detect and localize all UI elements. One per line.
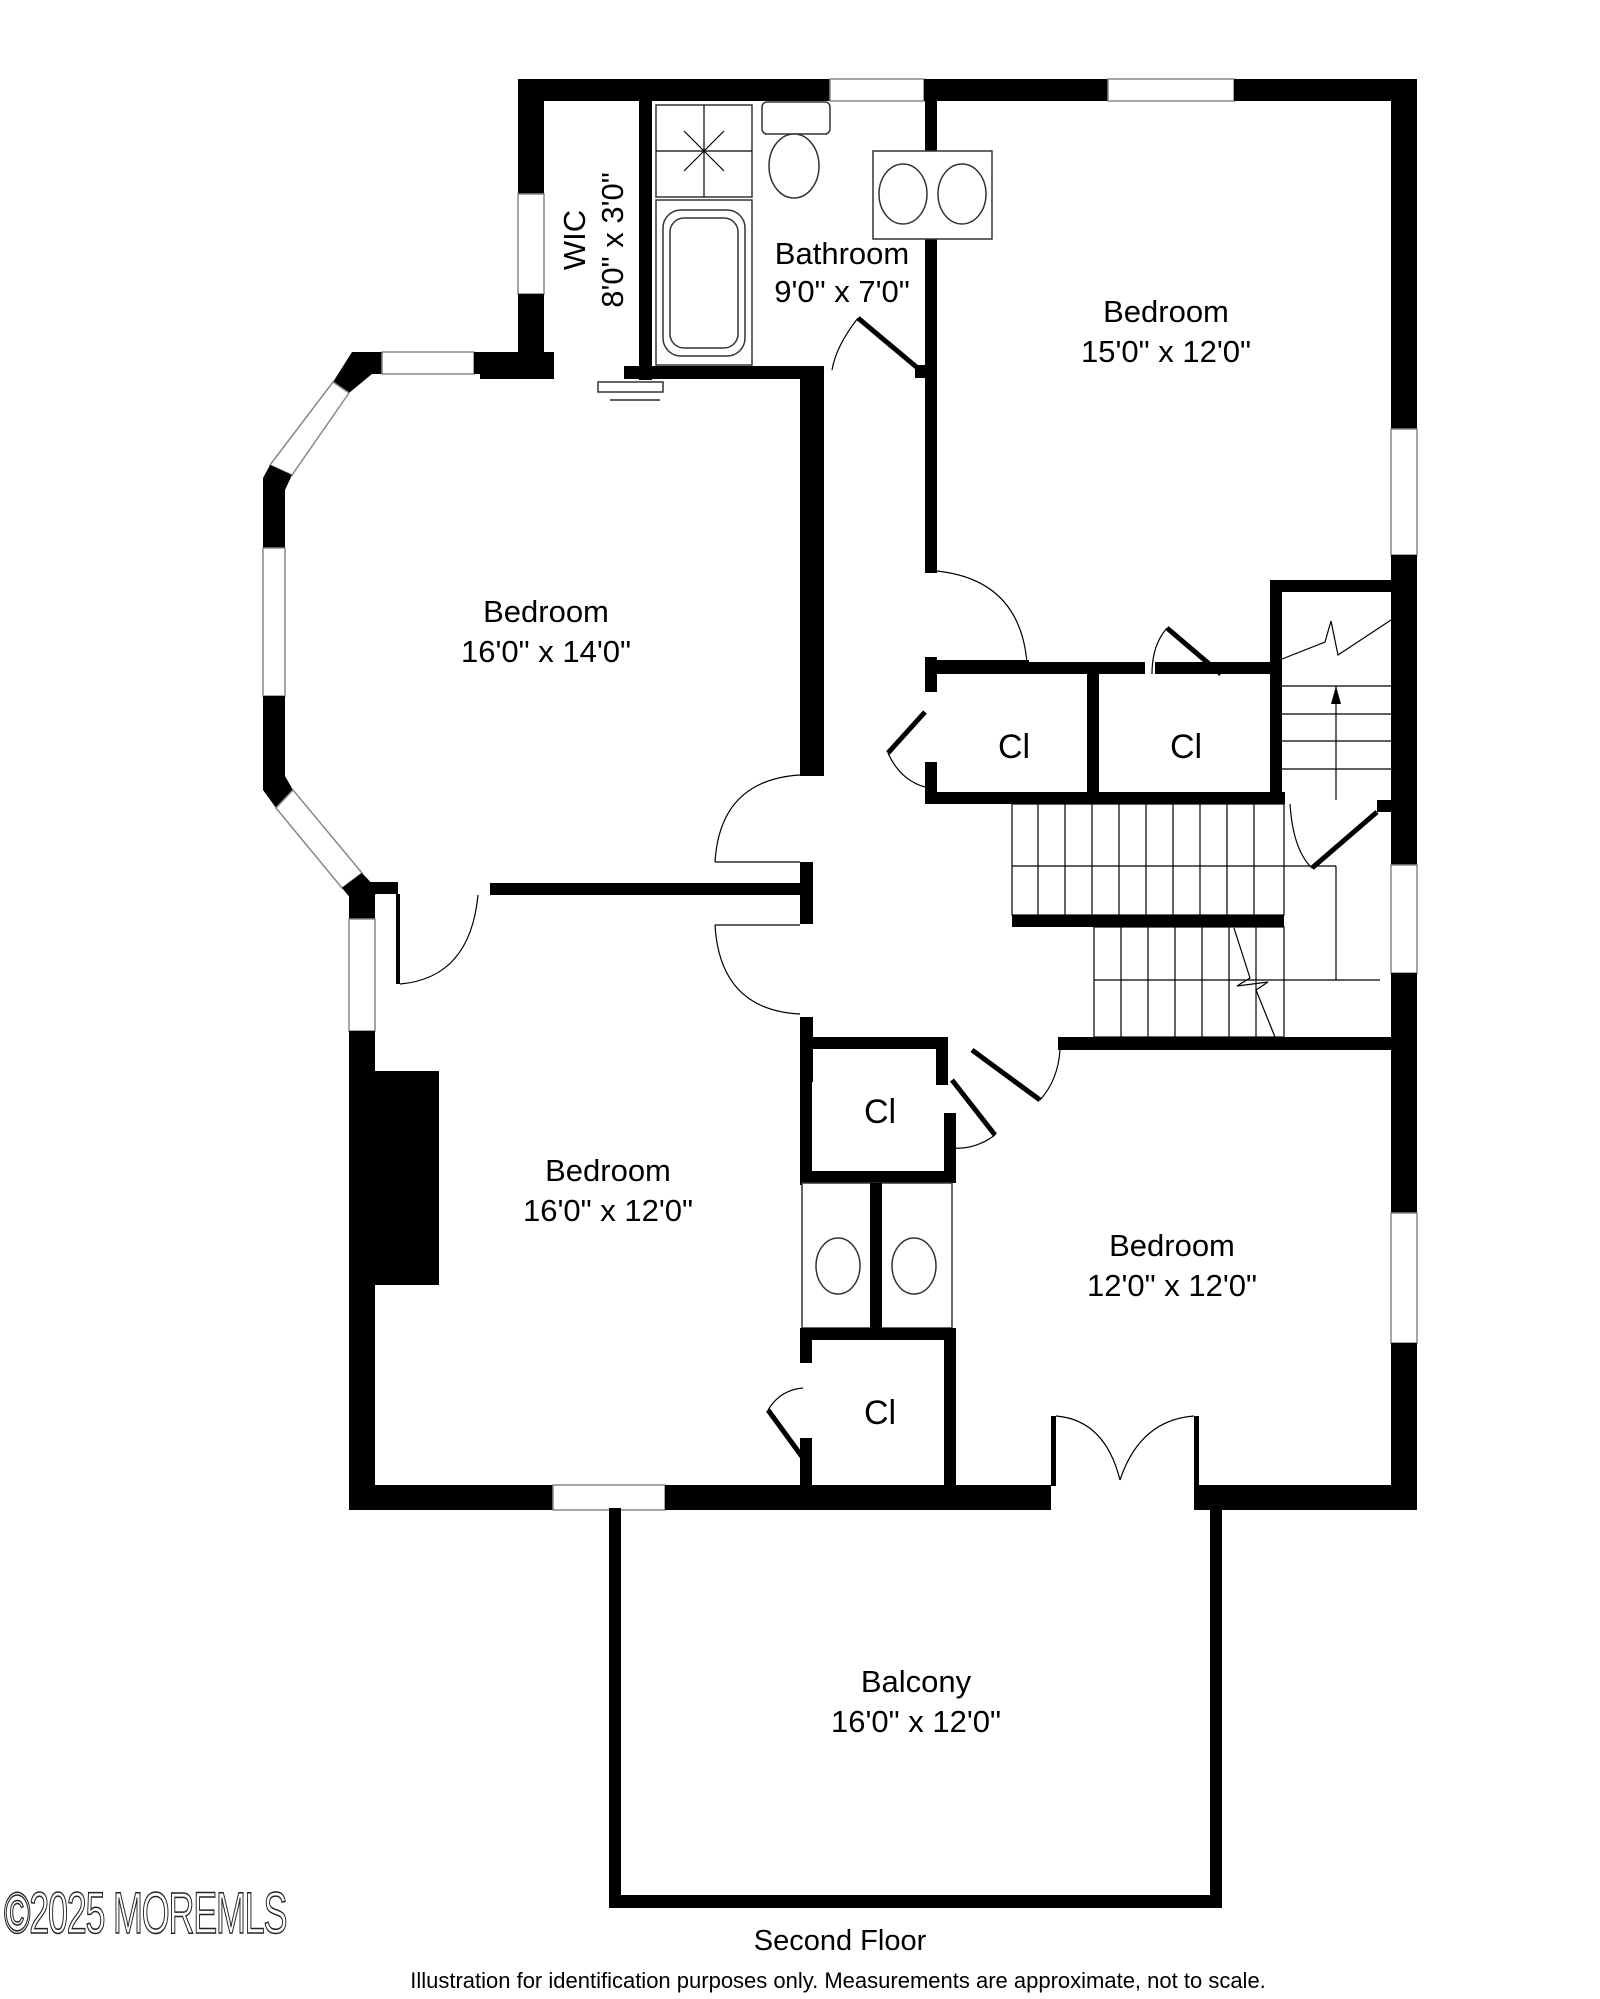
balcony-dims: 16'0" x 12'0" [831, 1704, 1001, 1739]
wic-name: WIC [557, 210, 592, 270]
sink [815, 1237, 861, 1295]
bedroom-nw-dims: 16'0" x 14'0" [461, 634, 631, 669]
wic-dims: 8'0" x 3'0" [595, 172, 630, 308]
doors [399, 316, 1379, 1481]
toilet-bowl [768, 133, 820, 199]
toilet-tank [761, 101, 831, 135]
bedroom-nw-name: Bedroom [483, 594, 609, 629]
closet-label: Cl [864, 1093, 896, 1131]
walls [262, 78, 1418, 1908]
bedroom-ne-dims: 15'0" x 12'0" [1081, 334, 1251, 369]
bedroom-ne-name: Bedroom [1103, 294, 1229, 329]
closet-label: Cl [998, 728, 1030, 766]
balcony-name: Balcony [861, 1664, 972, 1699]
watermark: ©2025 MOREMLS [4, 1880, 288, 1947]
sink [891, 1237, 937, 1295]
closet-label: Cl [864, 1394, 896, 1432]
disclaimer: Illustration for identification purposes… [410, 1968, 1266, 1993]
room-labels: WIC 8'0" x 3'0" Bathroom 9'0" x 7'0" Bed… [461, 172, 1257, 1739]
bedroom-se-dims: 12'0" x 12'0" [1087, 1268, 1257, 1303]
bathroom-name: Bathroom [775, 236, 909, 271]
bedroom-se-name: Bedroom [1109, 1228, 1235, 1263]
bathroom-dims: 9'0" x 7'0" [774, 274, 910, 309]
bedroom-sw-name: Bedroom [545, 1153, 671, 1188]
bedroom-sw-dims: 16'0" x 12'0" [523, 1193, 693, 1228]
floor-title: Second Floor [753, 1925, 927, 1957]
staircase [1011, 619, 1392, 1038]
bathroom-fixtures [655, 101, 993, 1295]
closet-label: Cl [1170, 728, 1202, 766]
